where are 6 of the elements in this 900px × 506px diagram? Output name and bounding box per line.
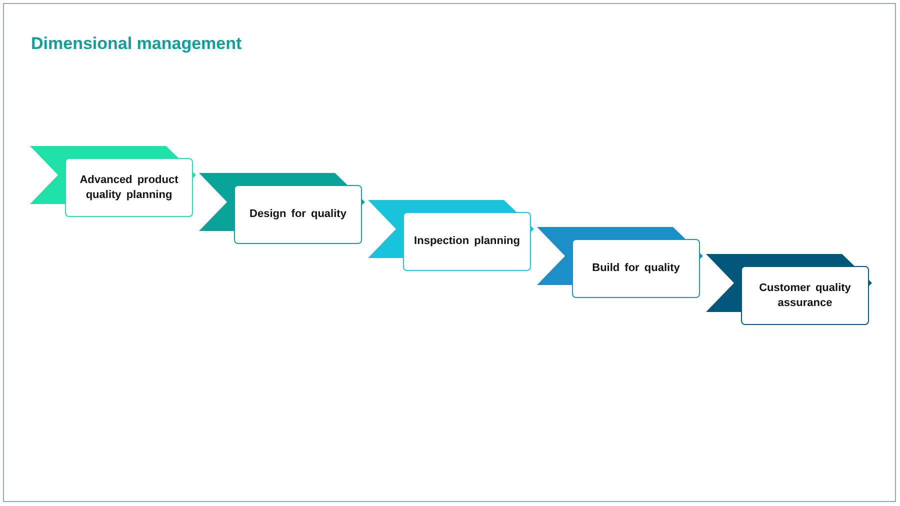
step-label: Advanced product quality planning bbox=[78, 172, 180, 202]
title: Dimensional management bbox=[31, 34, 242, 54]
step-label: Build for quality bbox=[592, 261, 680, 276]
step-label: Customer quality assurance bbox=[758, 280, 852, 310]
step-label: Inspection planning bbox=[414, 234, 520, 249]
step-label: Design for quality bbox=[250, 207, 346, 222]
